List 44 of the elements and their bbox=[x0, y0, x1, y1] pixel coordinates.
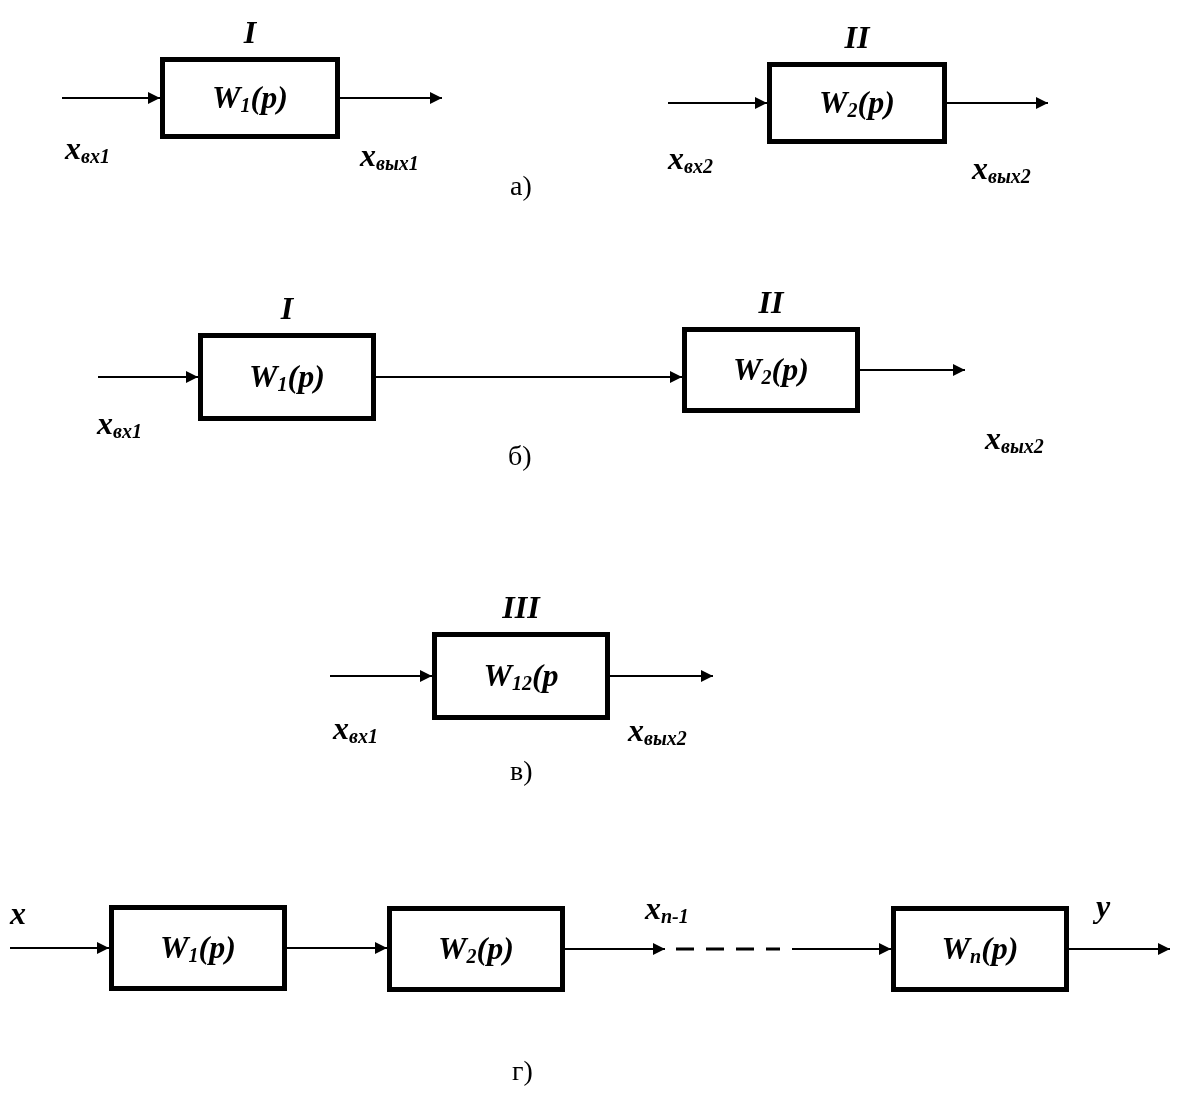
signal-label: x$_{n-1}$ bbox=[645, 890, 689, 929]
block-number: II bbox=[758, 285, 784, 319]
subfigure-caption: б) bbox=[508, 440, 532, 472]
arrow bbox=[859, 364, 966, 376]
block-number: I bbox=[243, 15, 257, 49]
arrow bbox=[97, 371, 199, 383]
signal-label: x$_{вых2}$ bbox=[628, 712, 687, 751]
signal-label: x$_{вых1}$ bbox=[360, 137, 419, 176]
transfer-function: W$_{n}$(p) bbox=[941, 930, 1019, 968]
subfigure-caption: г) bbox=[512, 1055, 533, 1087]
transfer-function: W$_{2}$(p) bbox=[733, 351, 809, 389]
arrow bbox=[329, 670, 433, 682]
subfigure-caption: а) bbox=[510, 170, 532, 202]
transfer-function-block bbox=[891, 906, 1069, 992]
arrow bbox=[339, 92, 443, 104]
subfigure-caption: в) bbox=[510, 755, 533, 787]
block-number: I bbox=[280, 291, 294, 325]
arrow bbox=[791, 943, 892, 955]
signal-label: x$_{вх1}$ bbox=[97, 405, 142, 444]
block-number: II bbox=[844, 20, 870, 54]
transfer-function: W$_{2}$(p) bbox=[819, 84, 895, 122]
arrow bbox=[61, 92, 161, 104]
arrow bbox=[946, 97, 1049, 109]
arrow bbox=[9, 942, 110, 954]
transfer-function: W$_{1}$(p) bbox=[249, 358, 325, 396]
arrow bbox=[667, 97, 768, 109]
transfer-function: W$_{2}$(p) bbox=[438, 930, 514, 968]
signal-label: x$_{вых2}$ bbox=[985, 420, 1044, 459]
signal-label: x$_{вх1}$ bbox=[65, 130, 110, 169]
arrow bbox=[286, 942, 388, 954]
signal-label: x$_{вх2}$ bbox=[668, 140, 713, 179]
block-number: III bbox=[502, 590, 540, 624]
signal-label: x$_{вых2}$ bbox=[972, 150, 1031, 189]
transfer-function: W$_{1}$(p) bbox=[212, 79, 288, 117]
arrow bbox=[609, 670, 714, 682]
transfer-function-block bbox=[387, 906, 565, 992]
arrow bbox=[564, 943, 666, 955]
arrow bbox=[1068, 943, 1171, 955]
transfer-function-block bbox=[109, 905, 287, 991]
signal-label: x bbox=[10, 895, 26, 931]
arrow bbox=[375, 371, 683, 383]
transfer-function: W$_{12}$(p bbox=[483, 657, 559, 695]
signal-label: x$_{вх1}$ bbox=[333, 710, 378, 749]
transfer-function: W$_{1}$(p) bbox=[160, 929, 236, 967]
